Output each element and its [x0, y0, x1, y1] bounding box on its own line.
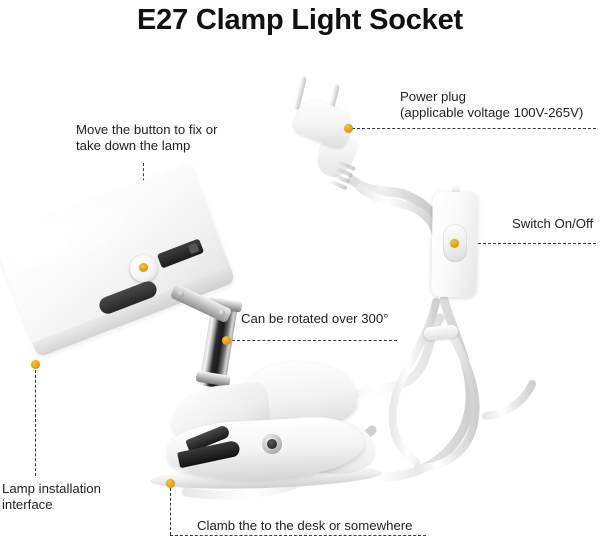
- leader-switch: [458, 243, 596, 244]
- callout-lamp-interface-line1: Lamp installation: [2, 481, 101, 496]
- bracket-screw-left: [175, 289, 186, 299]
- leader-rotation: [232, 340, 397, 341]
- marker-dot-power-plug: [344, 124, 353, 133]
- marker-dot-adjustment-knob: [139, 263, 148, 272]
- marker-dot-lamp-interface: [31, 360, 40, 369]
- callout-rotation-line1: Can be rotated over 300°: [241, 311, 389, 326]
- callout-power-plug: Power plug (applicable voltage 100V-265V…: [400, 89, 583, 121]
- switch-cable-nub: [452, 184, 460, 196]
- callout-power-plug-line2: (applicable voltage 100V-265V): [400, 105, 584, 120]
- clamp-pivot-screw: [262, 434, 282, 454]
- leader-power-plug: [352, 128, 596, 129]
- callout-lamp-interface-line2: interface: [2, 497, 53, 512]
- marker-dot-clamp: [166, 479, 175, 488]
- callout-move-button-line1: Move the button to fix or: [76, 122, 218, 137]
- callout-clamp: Clamb the to the desk or somewhere: [197, 518, 413, 534]
- callout-rotation: Can be rotated over 300°: [241, 311, 389, 327]
- callout-lamp-interface: Lamp installation interface: [2, 481, 101, 513]
- callout-clamp-line1: Clamb the to the desk or somewhere: [197, 518, 413, 533]
- callout-switch-line1: Switch On/Off: [512, 216, 594, 231]
- callout-move-button: Move the button to fix or take down the …: [76, 122, 217, 154]
- callout-power-plug-line1: Power plug: [400, 89, 466, 104]
- bracket-screw-right: [216, 308, 227, 318]
- leader-clamp-vertical: [170, 488, 171, 535]
- page-title: E27 Clamp Light Socket: [137, 4, 463, 36]
- leader-lamp-interface: [35, 370, 36, 476]
- callout-move-button-line2: take down the lamp: [76, 138, 191, 153]
- marker-dot-switch: [450, 239, 459, 248]
- leader-clamp-horizontal: [170, 535, 426, 536]
- callout-switch: Switch On/Off: [512, 216, 593, 232]
- marker-dot-swivel-rod: [222, 336, 231, 345]
